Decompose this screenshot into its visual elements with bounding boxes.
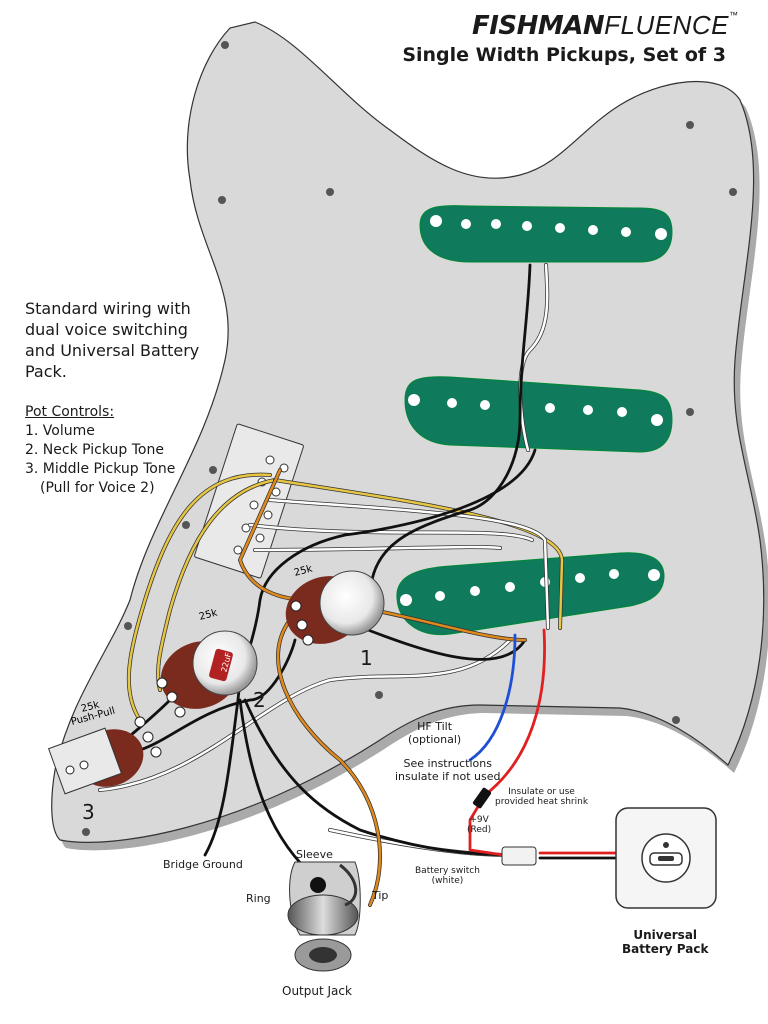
screw-hole	[124, 622, 132, 630]
neck-pickup	[419, 205, 673, 263]
sleeve-label: Sleeve	[296, 848, 333, 861]
pot-controls: Pot Controls: 1. Volume 2. Neck Pickup T…	[25, 403, 175, 498]
wire-black-4	[138, 638, 297, 752]
white-text: (white)	[431, 876, 464, 886]
universal-battery-pack	[615, 807, 717, 909]
description: Standard wiring with dual voice switchin…	[25, 298, 199, 382]
screw-hole	[686, 121, 694, 129]
screw-holes	[82, 41, 737, 836]
plus-9v-text: +9V	[469, 815, 489, 825]
middle-pickup	[404, 376, 673, 453]
hf-tilt-text: HF Tilt	[417, 720, 453, 733]
pot-volume	[285, 570, 385, 646]
pot3-value: 25k	[80, 699, 101, 714]
see-instructions-label: See instructions insulate if not used	[395, 757, 501, 783]
battery-switch-text: Battery switch	[415, 866, 480, 876]
screw-hole	[182, 521, 190, 529]
brand-tm: ™	[729, 10, 738, 20]
pot-controls-title: Pot Controls:	[25, 404, 115, 420]
pot1-number: 1	[360, 646, 373, 670]
description-line: Standard wiring with	[25, 299, 191, 318]
five-way-switch	[194, 423, 304, 579]
screw-hole	[375, 691, 383, 699]
description-line: Pack.	[25, 362, 67, 381]
screw-hole	[82, 828, 90, 836]
insulate-if-not-used-text: insulate if not used	[395, 770, 501, 783]
insulate-or-use-text: Insulate or use	[508, 787, 575, 797]
see-instructions-text: See instructions	[403, 757, 492, 770]
pot1-value: 25k	[293, 563, 314, 578]
hf-tilt-label: HF Tilt (optional)	[408, 720, 461, 746]
bridge-pickup	[396, 552, 665, 636]
description-line: dual voice switching	[25, 320, 188, 339]
ring-label: Ring	[246, 892, 271, 905]
output-jack-label: Output Jack	[282, 984, 352, 998]
plus-9v-label: +9V (Red)	[467, 815, 491, 835]
heat-shrink	[472, 787, 492, 809]
page-subtitle: Single Width Pickups, Set of 3	[402, 44, 726, 66]
brand-name-light: FLUENCE	[604, 10, 729, 40]
battery-connector	[501, 846, 537, 866]
pot2-value: 25k	[198, 607, 219, 622]
description-line: and Universal Battery	[25, 341, 200, 360]
screw-hole	[672, 716, 680, 724]
pot-neck-tone	[156, 630, 258, 718]
battery-pack-label: Universal Battery Pack	[622, 928, 708, 956]
screw-hole	[729, 188, 737, 196]
brand-name-bold: FISHMAN	[471, 11, 605, 41]
wire-black-ground	[203, 698, 240, 857]
pot-control-item: 2. Neck Pickup Tone	[25, 442, 164, 458]
hf-tilt-optional: (optional)	[408, 733, 462, 746]
capacitor	[209, 648, 233, 682]
pot3-number: 3	[82, 800, 95, 824]
battery-pack-line1: Universal	[633, 928, 698, 942]
tip-label: Tip	[372, 889, 389, 902]
pot-control-item: (Pull for Voice 2)	[40, 480, 155, 496]
battery-switch-label: Battery switch (white)	[415, 866, 480, 886]
pot2-number: 2	[253, 688, 266, 712]
insulate-heat-shrink-label: Insulate or use provided heat shrink	[495, 787, 588, 807]
screw-hole	[221, 41, 229, 49]
brand-logo: FISHMANFLUENCE™	[472, 10, 738, 41]
heat-shrink-text: provided heat shrink	[495, 797, 589, 807]
screw-hole	[686, 408, 694, 416]
battery-pack-line2: Battery Pack	[622, 942, 709, 956]
wire-blue-hf-tilt	[468, 633, 517, 762]
screw-hole	[326, 188, 334, 196]
pot-control-item: 3. Middle Pickup Tone	[25, 461, 176, 477]
screw-hole	[209, 466, 217, 474]
wire-black-1	[370, 263, 532, 582]
pot-middle-tone-push-pull	[47, 716, 162, 795]
wire-black-jack	[243, 698, 517, 857]
red-text: (Red)	[467, 825, 492, 835]
screw-hole	[218, 196, 226, 204]
bridge-ground-label: Bridge Ground	[163, 858, 243, 871]
pot-control-item: 1. Volume	[25, 423, 95, 439]
output-jack	[287, 861, 361, 972]
